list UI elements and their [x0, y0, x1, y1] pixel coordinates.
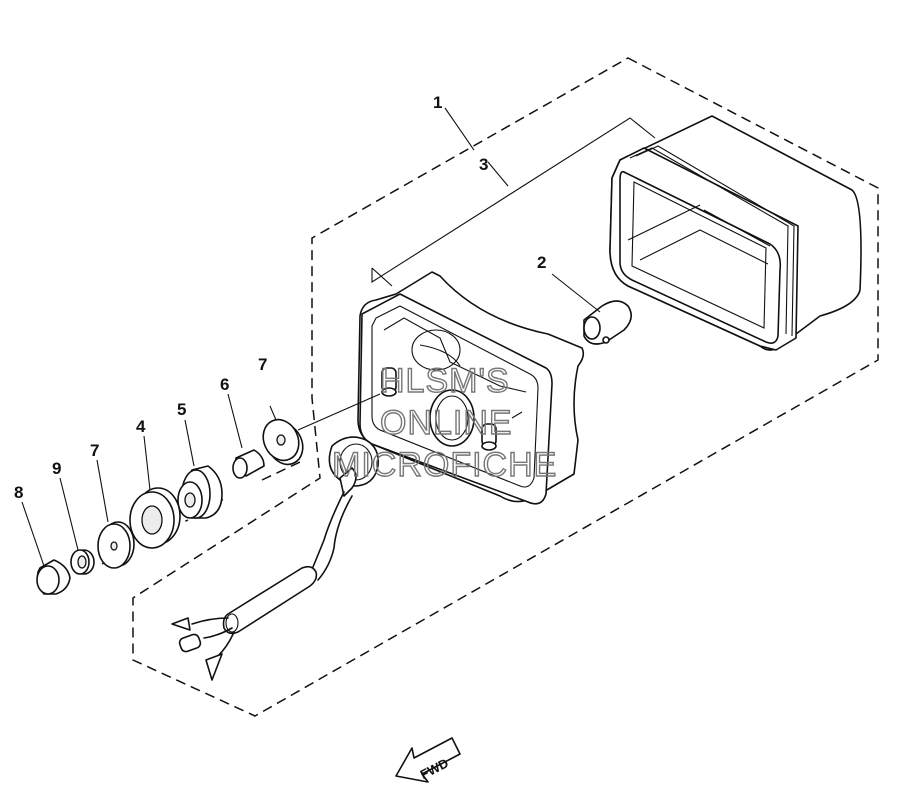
leader-line-2	[551, 273, 601, 313]
watermark-line-2: ONLINE	[380, 404, 513, 442]
callout-6: 6	[220, 375, 229, 394]
callout-7-right: 7	[258, 355, 267, 374]
watermark-line-1: HLSM'S	[380, 362, 510, 400]
bracket-3-left	[371, 267, 393, 287]
fwd-arrow-icon: FWD	[395, 737, 461, 783]
mounting-axis-line	[297, 393, 381, 431]
lock-washer-9	[59, 477, 95, 575]
nut-8	[21, 501, 71, 595]
grommet-5	[177, 419, 223, 519]
lens	[609, 115, 862, 351]
assembly-boundary	[132, 57, 879, 717]
bracket-3	[371, 117, 656, 284]
leader-line-1	[444, 107, 475, 151]
callout-4: 4	[136, 417, 146, 436]
watermark: HLSM'S ONLINE MICROFICHE	[331, 361, 557, 484]
bulb	[551, 273, 632, 345]
callout-5: 5	[177, 400, 186, 419]
callout-2: 2	[537, 253, 546, 272]
cushion-4	[129, 435, 181, 549]
washer-7-left	[96, 459, 135, 569]
callout-9: 9	[52, 459, 61, 478]
callout-3: 3	[479, 155, 488, 174]
socket-harness	[171, 436, 380, 681]
housing	[357, 271, 585, 505]
callout-7-left: 7	[90, 441, 99, 460]
callout-8: 8	[14, 483, 23, 502]
callout-1: 1	[433, 93, 442, 112]
collar-6	[227, 393, 265, 479]
leader-line-3	[487, 161, 509, 187]
watermark-line-3: MICROFICHE	[332, 446, 557, 484]
washer-7-right	[262, 405, 304, 466]
